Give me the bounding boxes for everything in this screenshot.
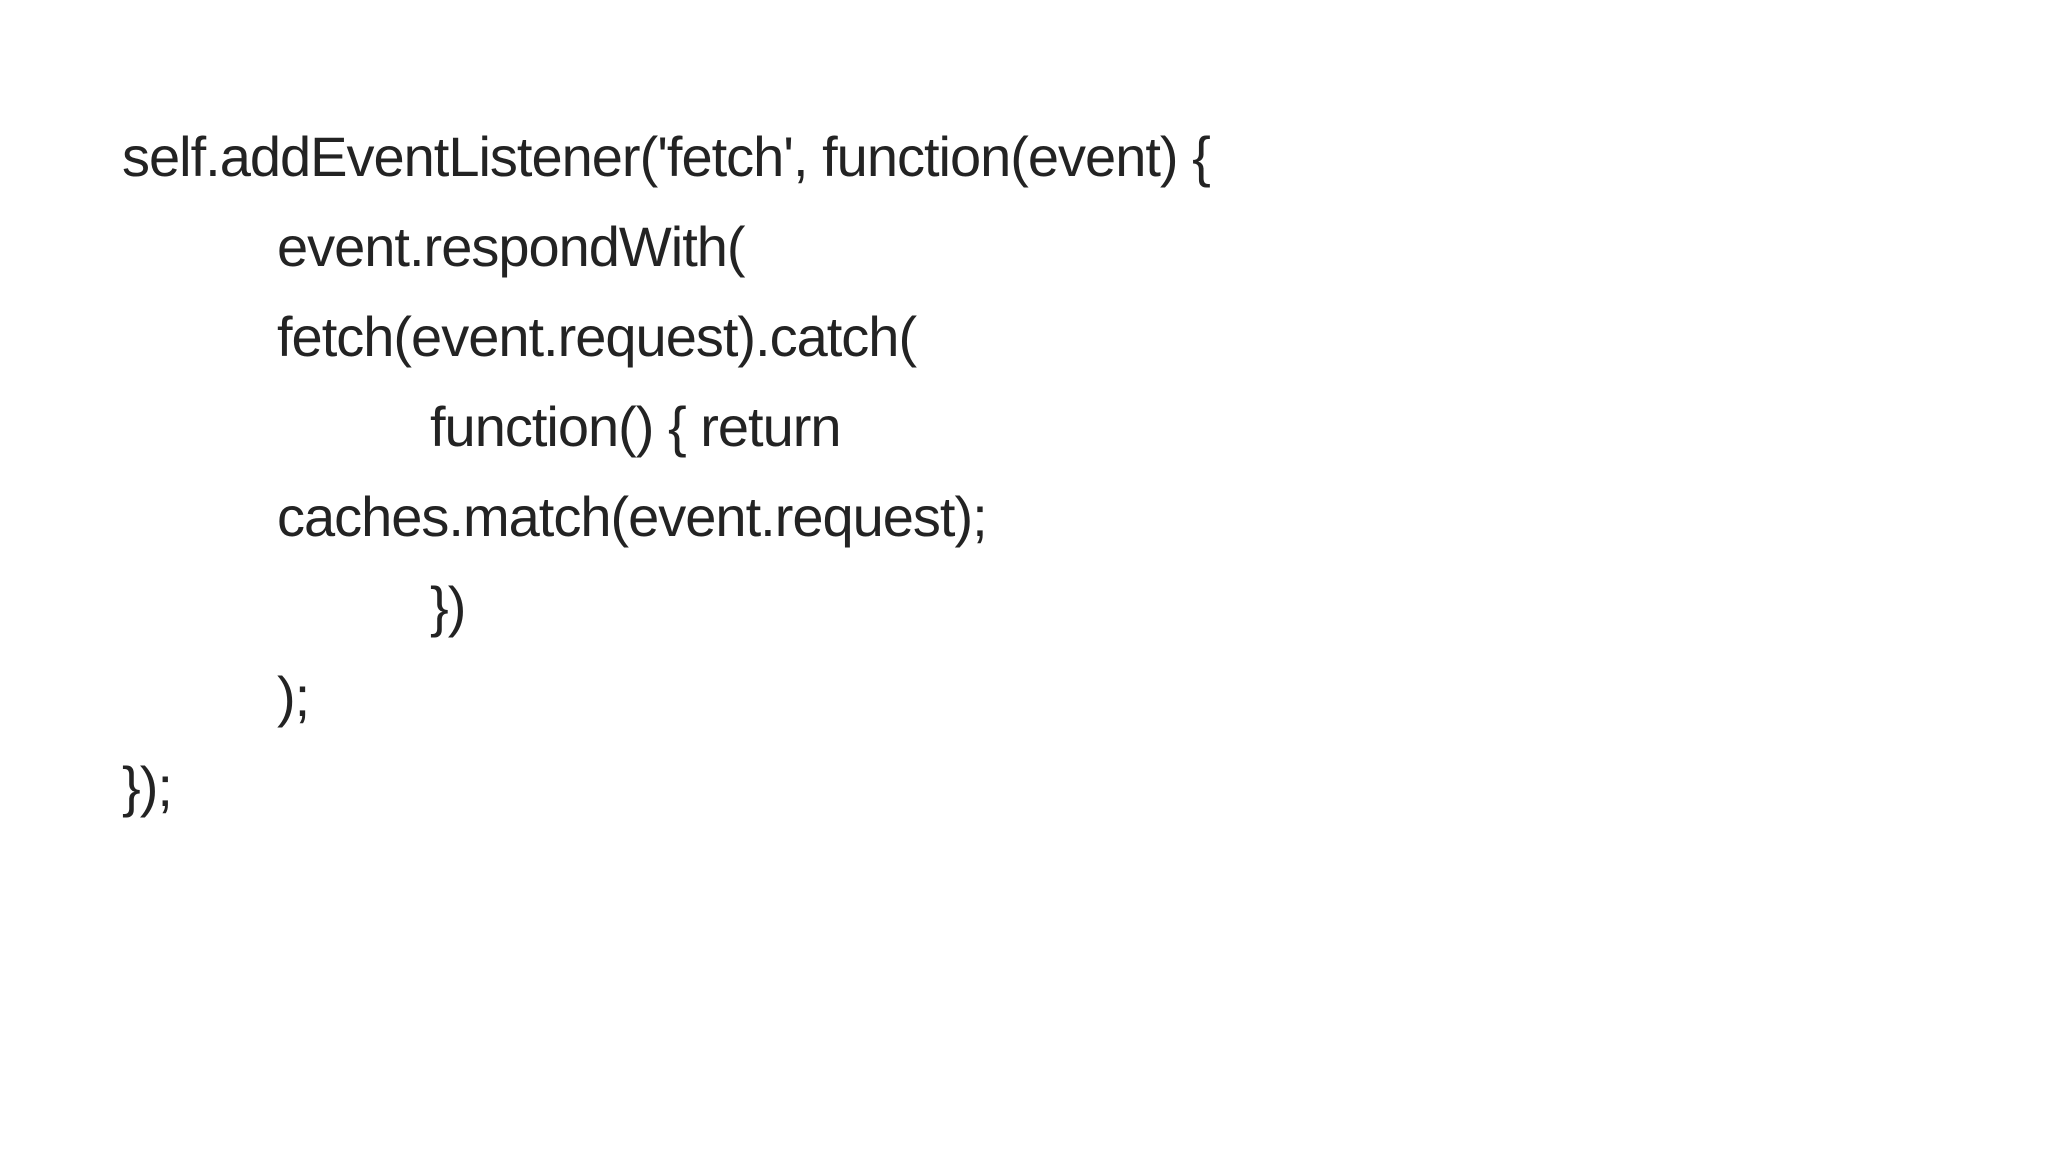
code-line: self.addEventListener('fetch', function(… [122,125,1211,188]
code-line: }) [430,575,466,638]
code-line: ); [277,665,310,728]
code-line: }); [122,755,173,818]
code-block: self.addEventListener('fetch', function(… [122,112,1211,832]
code-line: function() { return [430,395,842,458]
code-line: event.respondWith( [277,215,746,278]
code-line: fetch(event.request).catch( [277,305,917,368]
code-line: caches.match(event.request); [277,485,988,548]
